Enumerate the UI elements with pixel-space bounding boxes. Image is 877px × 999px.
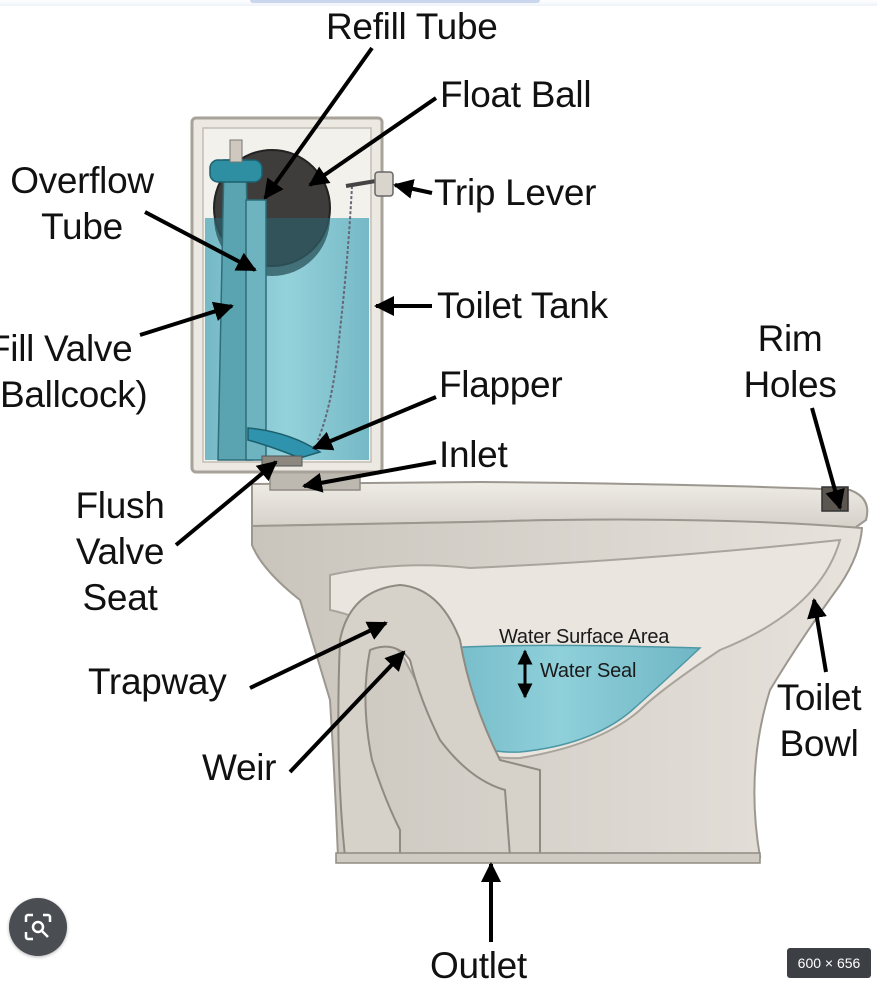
image-size-badge: 600 × 656 — [787, 948, 871, 978]
label-weir: Weir — [202, 747, 277, 788]
arrow-float-ball — [308, 96, 438, 187]
lens-scan-icon — [24, 913, 52, 941]
callout-arrows — [139, 46, 845, 942]
label-fill-valve: Fill Valve (Ballcock) — [0, 328, 148, 415]
label-outlet: Outlet — [430, 945, 527, 986]
label-water-surface-area: Water Surface Area — [499, 626, 670, 648]
arrow-trip-lever — [393, 179, 433, 199]
arrow-overflow-tube — [144, 210, 257, 272]
arrow-refill-tube — [263, 46, 374, 200]
toilet-bowl-body — [251, 469, 869, 864]
arrow-toilet-bowl — [807, 598, 828, 673]
overflow-tube — [245, 199, 267, 461]
label-trapway: Trapway — [88, 661, 227, 702]
label-trip-lever: Trip Lever — [434, 172, 597, 213]
label-toilet-tank: Toilet Tank — [437, 285, 608, 326]
label-float-ball: Float Ball — [440, 74, 592, 115]
flapper — [247, 427, 322, 459]
search-bar-edge — [250, 0, 540, 3]
label-overflow-tube: Overflow Tube — [10, 160, 154, 247]
toilet-tank — [190, 116, 394, 474]
arrow-rim-holes — [810, 407, 845, 510]
arrow-inlet — [302, 460, 437, 493]
label-toilet-bowl: Toilet Bowl — [776, 677, 862, 764]
label-refill-tube: Refill Tube — [326, 6, 498, 47]
label-rim-holes: Rim Holes — [743, 318, 837, 405]
trapway-channel — [337, 583, 541, 858]
arrow-fill-valve — [139, 301, 234, 337]
label-inlet: Inlet — [439, 434, 508, 475]
label-flapper: Flapper — [439, 364, 563, 405]
arrow-flush-valve-seat — [174, 460, 278, 547]
label-flush-valve-seat: Flush Valve Seat — [75, 485, 165, 618]
visual-search-button[interactable] — [9, 898, 67, 956]
arrow-trapway — [249, 621, 388, 690]
label-water-seal: Water Seal — [540, 660, 637, 682]
browser-top-strip — [0, 0, 877, 6]
arrow-flapper — [312, 395, 437, 451]
arrow-weir — [288, 650, 406, 774]
trip-lever — [374, 171, 394, 197]
